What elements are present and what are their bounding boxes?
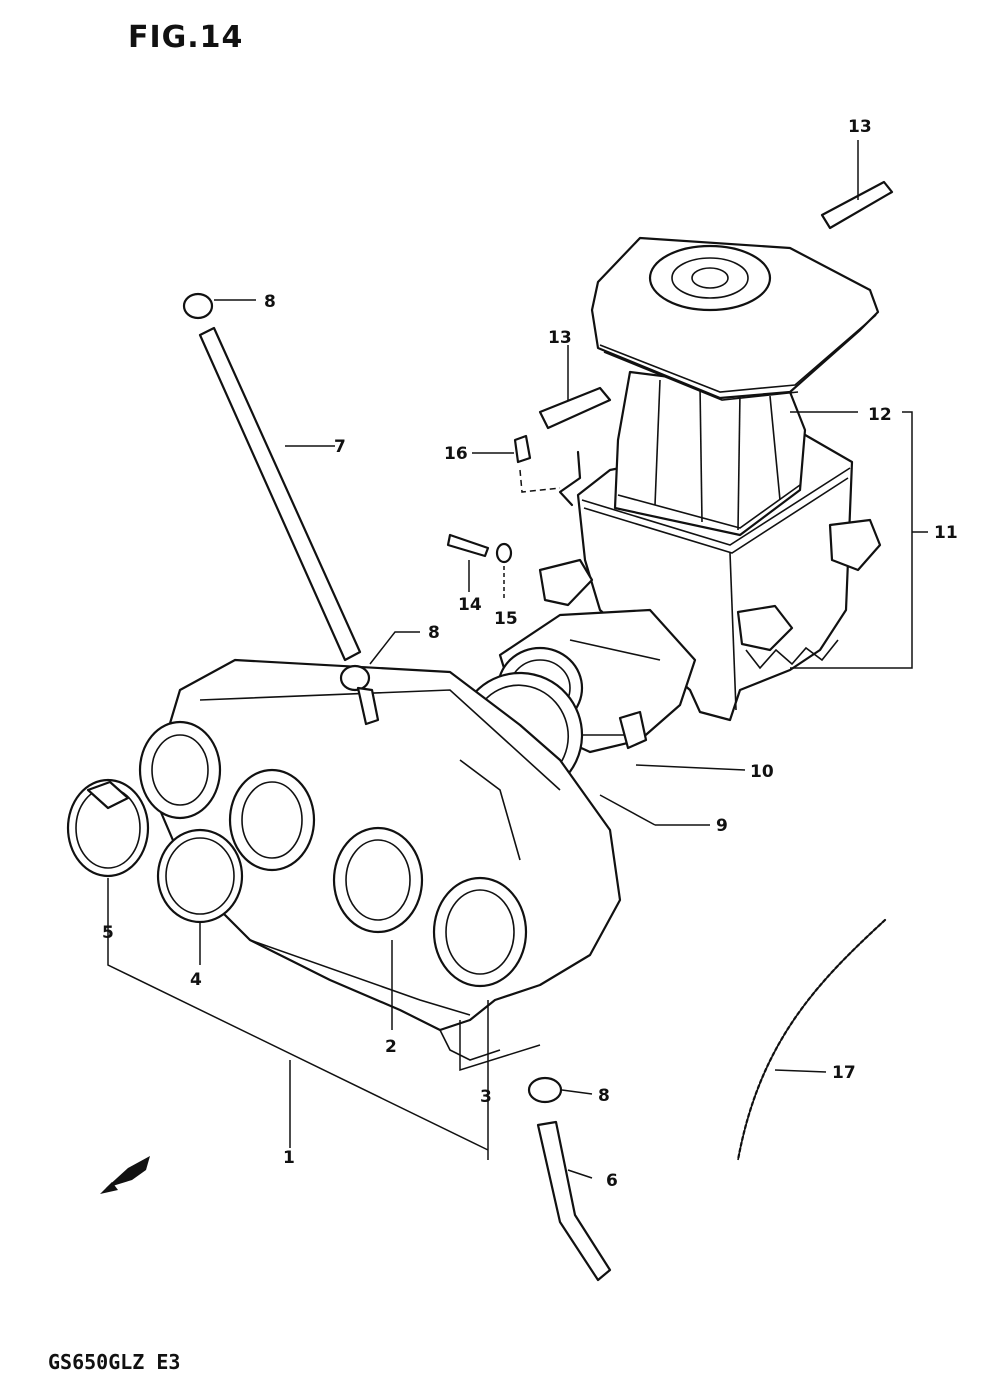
callout-13-upper: 13 bbox=[848, 117, 872, 137]
callout-4: 4 bbox=[190, 970, 202, 990]
carburetor-boot-2 bbox=[228, 768, 316, 872]
callout-16: 16 bbox=[444, 444, 468, 464]
callout-8-middle: 8 bbox=[428, 623, 440, 643]
callout-5: 5 bbox=[102, 923, 114, 943]
callout-8-bottom: 8 bbox=[598, 1086, 610, 1106]
bracket-11-12 bbox=[790, 411, 928, 669]
hose-clamp-5 bbox=[66, 778, 150, 878]
callout-11: 11 bbox=[934, 523, 958, 543]
callout-1: 1 bbox=[283, 1148, 295, 1168]
callout-10: 10 bbox=[750, 762, 774, 782]
callout-2: 2 bbox=[385, 1037, 397, 1057]
callout-9: 9 bbox=[716, 816, 728, 836]
clip-8-top bbox=[182, 292, 256, 320]
callout-6: 6 bbox=[606, 1171, 618, 1191]
spring-hose-17 bbox=[736, 918, 887, 1162]
callout-8-top: 8 bbox=[264, 292, 276, 312]
carburetor-boot-3 bbox=[332, 826, 424, 934]
callout-13-lower: 13 bbox=[548, 328, 572, 348]
callout-3: 3 bbox=[480, 1087, 492, 1107]
bracket-1-3 bbox=[107, 878, 541, 1160]
bolt-14 bbox=[446, 533, 490, 592]
strap-13-upper bbox=[820, 140, 894, 230]
callout-15: 15 bbox=[494, 609, 518, 629]
strap-13-lower bbox=[538, 345, 612, 430]
air-cleaner-cap bbox=[590, 236, 880, 401]
model-code: GS650GLZ E3 bbox=[48, 1350, 181, 1374]
washer-15 bbox=[495, 542, 513, 600]
callout-7: 7 bbox=[334, 437, 346, 457]
screw-16 bbox=[472, 434, 561, 493]
figure-title: FIG.14 bbox=[128, 20, 244, 55]
carburetor-boot-1 bbox=[138, 720, 222, 820]
front-direction-arrow-icon bbox=[100, 1156, 150, 1194]
breather-pipe-7 bbox=[198, 326, 362, 662]
callout-12: 12 bbox=[868, 405, 892, 425]
clip-8-middle bbox=[339, 631, 420, 726]
air-cleaner-element bbox=[613, 370, 807, 537]
callout-14: 14 bbox=[458, 595, 482, 615]
seal-ring-4 bbox=[156, 828, 244, 924]
carburetor-boot-4 bbox=[432, 876, 528, 988]
drain-hose-6 bbox=[527, 1076, 612, 1282]
callout-17: 17 bbox=[832, 1063, 856, 1083]
